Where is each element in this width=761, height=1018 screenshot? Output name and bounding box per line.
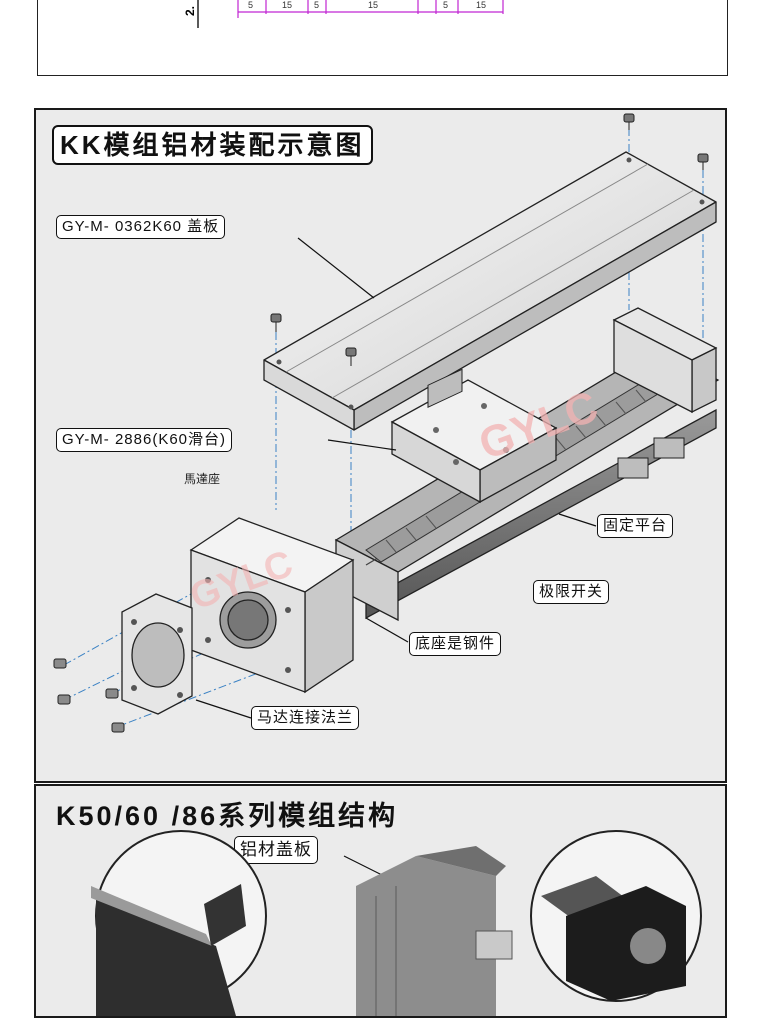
technical-drawing-fragment: 2. 5 15 5 15 5 15 [37,0,728,76]
callout-fixed-platform: 固定平台 [597,514,674,538]
callout-base-steel: 底座是钢件 [409,632,502,656]
callout-aluminum-cover: 铝材盖板 [234,836,318,864]
detail-photo-left [91,830,267,1016]
leader-lines [195,237,597,719]
dimension-label: 2. [183,6,197,16]
dim-3: 5 [314,0,319,10]
series-structure-panel: K50/60 /86系列模组结构 铝材盖板 [34,784,727,1018]
dimension-drawing: 2. 5 15 5 15 5 15 [183,0,504,28]
callout-motor-flange: 马达连接法兰 [251,706,360,730]
cover-plate [263,151,717,431]
cover-screws [270,113,709,366]
callout-cover-plate: GY-M- 0362K60 盖板 [56,215,226,239]
motor-flange [121,593,193,715]
callout-limit-switch: 极限开关 [533,580,610,604]
end-bearing-block [612,307,718,414]
dim-1: 5 [248,0,253,10]
dim-5: 5 [443,0,448,10]
center-module-photo [356,846,513,1016]
flange-screws [53,658,125,733]
callout-slide-table: GY-M- 2886(K60滑台) [56,428,232,452]
dim-6: 15 [476,0,486,10]
limit-switches [427,368,685,479]
module-photos [91,830,702,1016]
dim-2: 15 [282,0,292,10]
exploded-assembly-illustration: GYLC GYLC [53,113,720,733]
label-motor-seat: 馬達座 [184,472,221,486]
motor-seat [189,517,355,694]
detail-photo-right [530,830,702,1002]
dim-4: 15 [368,0,378,10]
assembly-diagram-panel: GYLC GYLC KK模组铝材装配示意图 GY-M- 0362K60 盖板 G… [34,108,727,783]
assembly-title: KK模组铝材装配示意图 [52,125,373,165]
series-title: K50/60 /86系列模组结构 [56,801,399,831]
